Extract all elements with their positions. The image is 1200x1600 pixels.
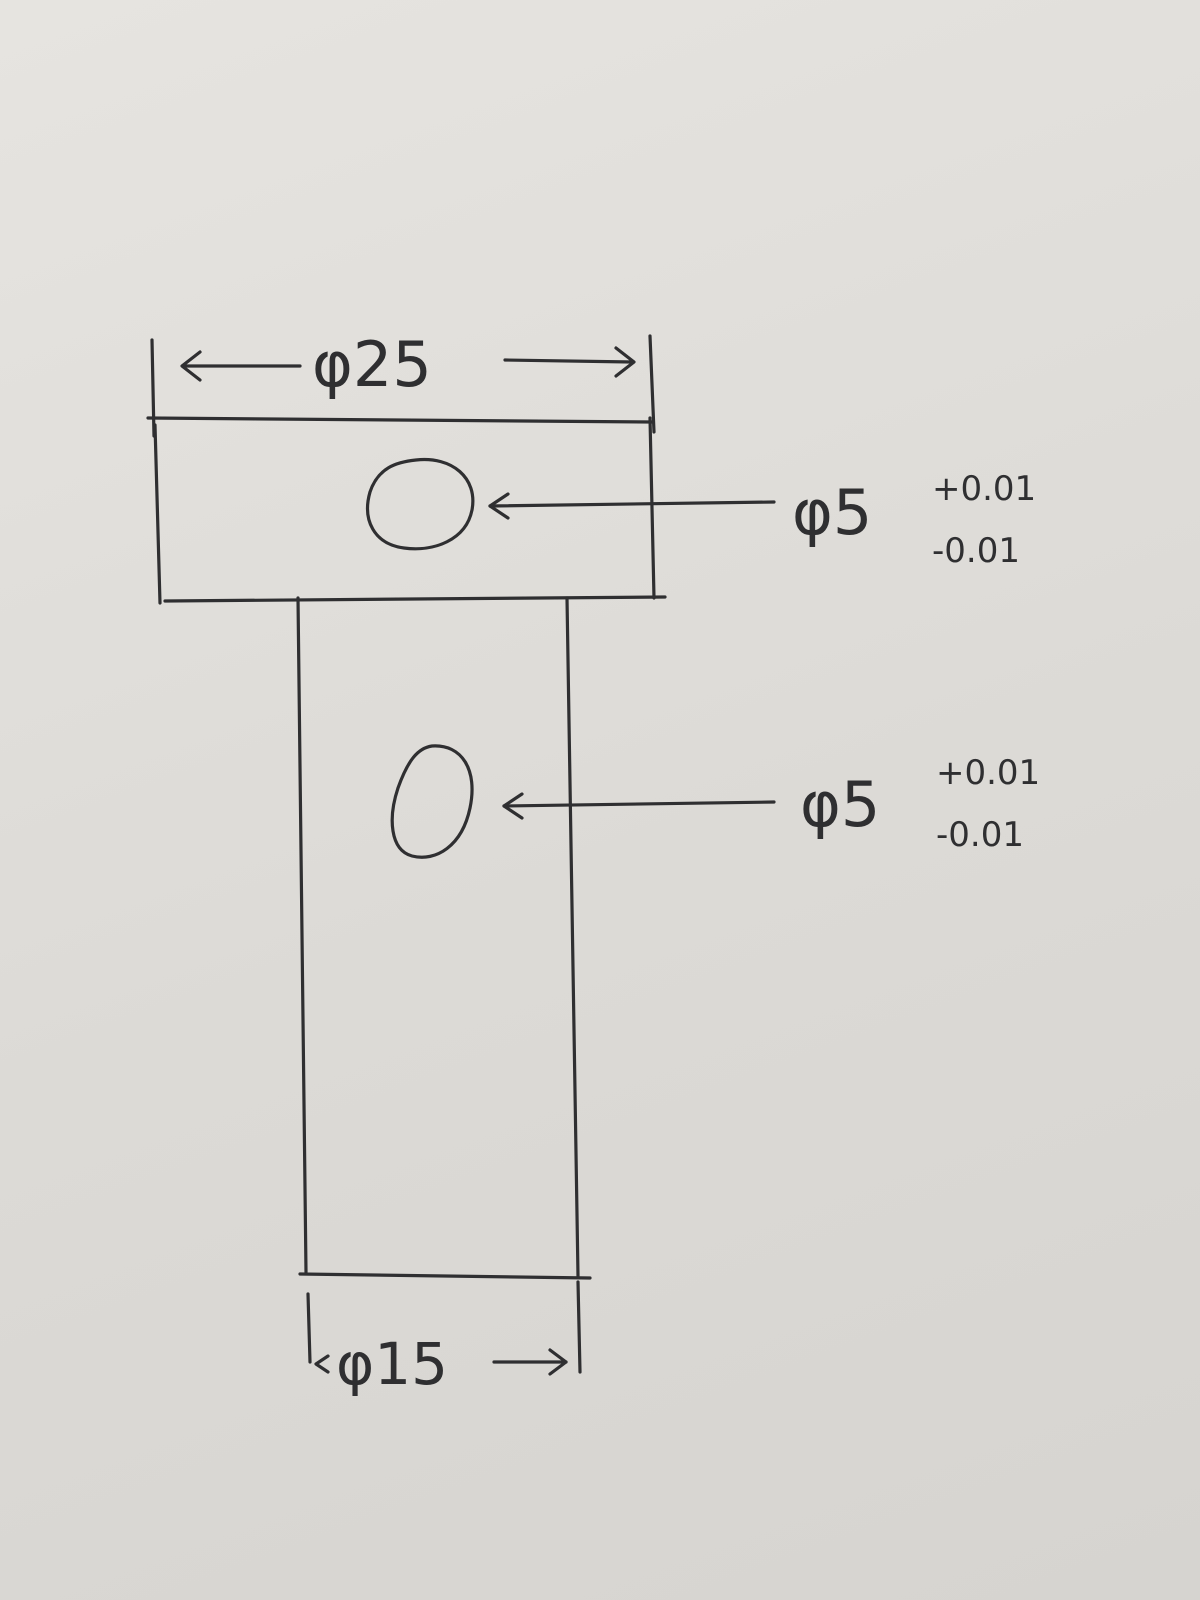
hole-1-upper-tolerance: +0.01 <box>932 469 1036 509</box>
head-arrow-left <box>180 350 202 382</box>
hole-2-lower-tolerance: -0.01 <box>936 815 1024 855</box>
head-bottom-edge <box>163 595 667 603</box>
stem-right-edge <box>565 596 580 1278</box>
stem-arrow-left <box>314 1354 330 1374</box>
head-dimension: φ25 <box>150 328 656 438</box>
head-extension-left <box>150 338 156 438</box>
hole-1-arrow <box>488 492 510 520</box>
head-dim-line-right <box>503 358 634 364</box>
stem-block <box>296 596 592 1280</box>
hole-1-leader <box>488 500 776 508</box>
stem-width-label: φ15 <box>336 1330 448 1398</box>
stem-bottom-edge <box>298 1272 592 1280</box>
hole-2-upper-tolerance: +0.01 <box>936 753 1040 793</box>
hole-1-diameter: φ5 <box>792 476 872 549</box>
head-block <box>146 416 667 605</box>
hole-1-circle <box>365 457 475 551</box>
stem-arrow-right <box>548 1348 568 1376</box>
hole-1: φ5 +0.01 -0.01 <box>365 457 1036 571</box>
stem-extension-left <box>306 1292 312 1364</box>
head-width-label: φ25 <box>312 328 432 401</box>
hole-2-diameter: φ5 <box>800 768 880 841</box>
head-extension-right <box>648 334 656 434</box>
head-arrow-right <box>614 346 636 378</box>
stem-dimension: φ15 <box>306 1280 582 1398</box>
hole-2-arrow <box>502 792 524 820</box>
head-left-edge <box>153 423 162 605</box>
hole-2: φ5 +0.01 -0.01 <box>390 744 1040 859</box>
stem-left-edge <box>296 596 308 1274</box>
head-top-edge <box>146 416 654 424</box>
hole-2-circle <box>390 744 474 859</box>
stem-extension-right <box>576 1280 582 1374</box>
hole-1-lower-tolerance: -0.01 <box>932 531 1020 571</box>
hole-2-leader <box>502 800 776 808</box>
head-right-edge <box>648 416 656 600</box>
